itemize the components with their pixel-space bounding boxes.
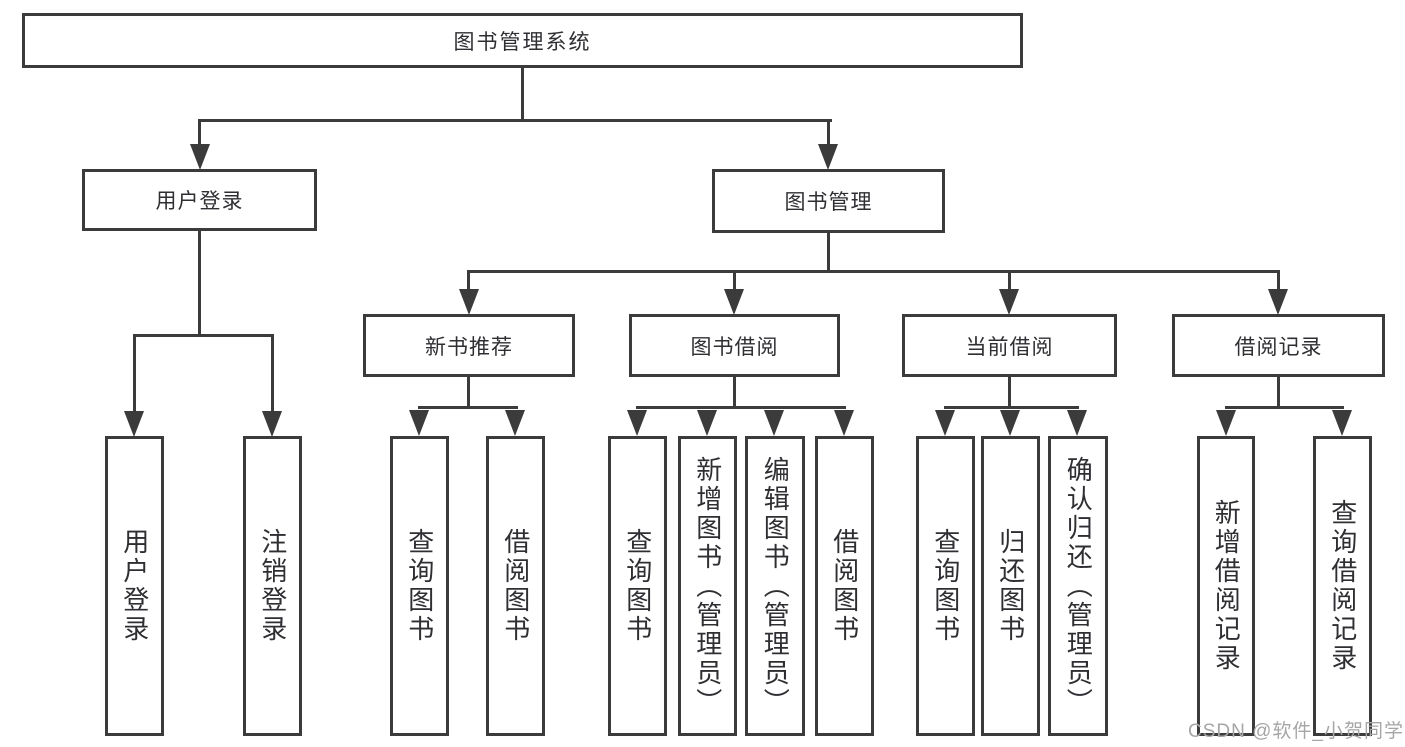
leaf-user-login: 用户登录 [105, 436, 164, 736]
arrow-down-icon [190, 144, 210, 170]
connector-vline [133, 334, 136, 413]
arrow-down-icon [999, 289, 1019, 315]
connector-vline [1277, 377, 1280, 409]
arrow-down-icon [1067, 410, 1087, 436]
leaf-bb-add-book-admin: 新增图书（管理员） [678, 436, 737, 736]
leaf-bb-borrow-books: 借阅图书 [815, 436, 874, 736]
arrow-down-icon [834, 410, 854, 436]
connector-vline [1008, 270, 1011, 291]
leaf-logout: 注销登录 [243, 436, 302, 736]
connector-vline [271, 334, 274, 413]
connector-hline [636, 406, 846, 409]
node-current-borrowing: 当前借阅 [902, 314, 1117, 377]
connector-hline [944, 406, 1079, 409]
connector-vline [467, 377, 470, 409]
connector-hline [133, 334, 274, 337]
leaf-br-add-record: 新增借阅记录 [1197, 436, 1255, 736]
connector-vline [1008, 377, 1011, 409]
arrow-down-icon [764, 410, 784, 436]
connector-vline [467, 270, 470, 291]
arrow-down-icon [124, 411, 144, 437]
connector-vline [827, 119, 830, 146]
arrow-down-icon [935, 410, 955, 436]
connector-vline [198, 231, 201, 335]
arrow-down-icon [724, 289, 744, 315]
node-new-book-recommend: 新书推荐 [363, 314, 575, 377]
leaf-bb-edit-book-admin: 编辑图书（管理员） [745, 436, 805, 736]
arrow-down-icon [1216, 410, 1236, 436]
connector-hline [198, 119, 832, 122]
connector-hline [1225, 406, 1344, 409]
connector-hline [418, 406, 518, 409]
node-book-management: 图书管理 [712, 169, 945, 233]
leaf-cb-confirm-return-admin: 确认归还（管理员） [1048, 436, 1108, 736]
arrow-down-icon [505, 410, 525, 436]
leaf-bb-query-books: 查询图书 [608, 436, 667, 736]
node-book-borrowing: 图书借阅 [629, 314, 840, 377]
leaf-nbr-borrow-books: 借阅图书 [486, 436, 545, 736]
watermark: CSDN @软件_小贺同学 [1188, 721, 1404, 742]
leaf-br-query-record: 查询借阅记录 [1313, 436, 1372, 736]
arrow-down-icon [262, 411, 282, 437]
arrow-down-icon [1000, 410, 1020, 436]
arrow-down-icon [409, 410, 429, 436]
connector-vline [521, 68, 524, 120]
connector-vline [198, 119, 201, 146]
connector-hline [467, 270, 1280, 273]
arrow-down-icon [627, 410, 647, 436]
connector-vline [733, 377, 736, 409]
connector-vline [1277, 270, 1280, 291]
leaf-cb-return-books: 归还图书 [981, 436, 1040, 736]
arrow-down-icon [1268, 289, 1288, 315]
leaf-cb-query-books: 查询图书 [916, 436, 975, 736]
connector-vline [733, 270, 736, 291]
leaf-nbr-query-books: 查询图书 [390, 436, 449, 736]
connector-vline [827, 233, 830, 272]
arrow-down-icon [697, 410, 717, 436]
node-user-login: 用户登录 [82, 169, 317, 231]
node-library-system: 图书管理系统 [22, 13, 1023, 68]
arrow-down-icon [1332, 410, 1352, 436]
arrow-down-icon [818, 144, 838, 170]
arrow-down-icon [459, 289, 479, 315]
node-borrowing-records: 借阅记录 [1172, 314, 1385, 377]
